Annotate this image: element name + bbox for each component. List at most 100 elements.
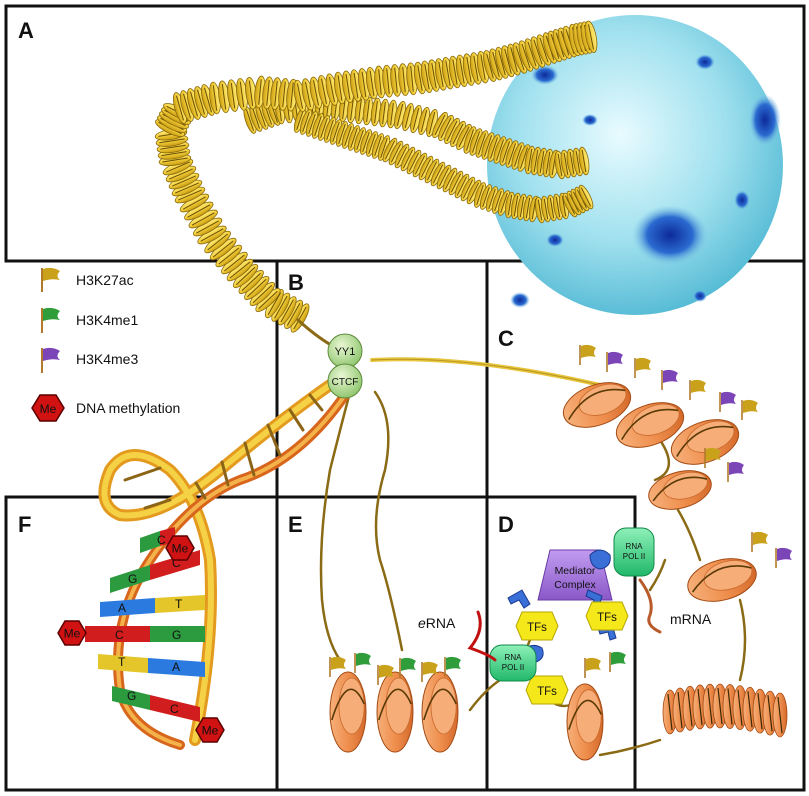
panel-letter-d: D [498, 512, 514, 537]
tfs-factor-1: TFs [515, 611, 559, 641]
histone-flag [689, 379, 706, 400]
coil-disc-line [697, 688, 703, 726]
base-g-1: G [128, 572, 137, 586]
fiber-disc [448, 170, 464, 196]
fiber-disc [218, 80, 230, 114]
condensed-chromatin-fiber [154, 20, 598, 333]
base-pair-3: C G [85, 626, 205, 642]
histone-flag [579, 344, 596, 365]
ctcf-protein: CTCF [327, 363, 363, 399]
legend-h3k4me1: H3K4me1 [41, 307, 138, 333]
panel-frames [4, 4, 806, 792]
panel-letter-b: B [288, 270, 304, 295]
methyl-hex-1: Me [165, 535, 195, 561]
tfs-label-2: TFs [597, 612, 617, 624]
yy1-label: YY1 [335, 346, 356, 358]
rna-transcripts [467, 578, 662, 662]
nucleosome [687, 558, 757, 602]
base-c-3: C [115, 628, 124, 642]
base-c-top: C [157, 533, 166, 547]
fiber-disc [209, 81, 221, 115]
legend-h3k4me1-label: H3K4me1 [76, 312, 138, 328]
methyl-label-2: Me [64, 627, 81, 641]
base-pair-2: A T [100, 595, 205, 617]
ctcf-label: CTCF [332, 377, 359, 388]
fiber-disc [578, 146, 590, 176]
condensed-chromatin-coil [662, 683, 788, 738]
panel-d-frame [485, 495, 637, 792]
linker-dna [296, 318, 747, 757]
histone-flag [377, 664, 394, 685]
histone-flag [606, 351, 623, 372]
nucleosome [562, 382, 632, 428]
legend: H3K27ac H3K4me1 H3K4me3 Me DNA methylati… [31, 267, 180, 422]
base-t-2: T [175, 597, 183, 611]
coil-disc-line [667, 693, 673, 731]
histone-flag [609, 651, 626, 672]
tfs-factor-3: TFs [525, 675, 569, 705]
fiber-disc [347, 125, 361, 151]
base-pair-4: T A [98, 654, 205, 677]
coil-disc-line [767, 695, 773, 732]
coil-disc-line [747, 691, 753, 728]
panel-letters: A B C D E F [18, 18, 514, 537]
histone-flag [661, 369, 678, 390]
base-t-4: T [118, 655, 126, 669]
rna-pol-left-line2: POL II [502, 663, 524, 672]
histone-flag [727, 461, 744, 482]
nucleosome [670, 419, 740, 465]
mediator-label-1: Mediator [555, 565, 596, 577]
rna-pol-ii-right: RNA POL II [613, 527, 655, 577]
fiber-disc [174, 186, 206, 204]
legend-h3k27ac-label: H3K27ac [76, 272, 134, 288]
coil-disc-line [677, 691, 683, 729]
base-g-3: G [172, 628, 181, 642]
nucleus [487, 15, 783, 315]
nucleosome-group [329, 382, 757, 761]
fiber-disc [378, 98, 390, 128]
fiber-disc [227, 79, 239, 112]
panel-letter-f: F [18, 512, 31, 537]
nucleosome [648, 470, 712, 510]
fiber-disc [255, 288, 281, 312]
base-pair-5: G C [112, 686, 200, 722]
fiber-disc [584, 20, 598, 53]
mediator-complex: Mediator Complex [537, 549, 613, 601]
fiber-disc [578, 184, 594, 210]
fiber-disc [184, 201, 214, 221]
fiber-disc [249, 282, 276, 306]
yy1-protein: YY1 [327, 333, 363, 369]
fiber-disc [362, 96, 374, 126]
fiber-disc [426, 108, 438, 138]
histone-mark-flags [329, 344, 792, 685]
tfs-label-1: TFs [527, 622, 547, 634]
dna-double-helix [98, 379, 350, 750]
histone-flag [421, 661, 438, 682]
histone-flag [719, 391, 736, 412]
tfs-label-3: TFs [537, 686, 557, 698]
fiber-disc [236, 78, 248, 111]
legend-dna-methylation: Me DNA methylation [31, 394, 180, 422]
panel-b-frame [275, 259, 489, 499]
nucleosome [566, 683, 604, 761]
base-pair-top: C [140, 527, 175, 553]
mediator-label-2: Complex [554, 579, 596, 591]
fiber-disc [412, 152, 428, 178]
panel-letter-c: C [498, 326, 514, 351]
panel-e-frame [275, 495, 489, 792]
histone-flag [741, 399, 758, 420]
histone-flag [329, 656, 346, 677]
fiber-disc [173, 92, 187, 124]
legend-h3k4me3-label: H3K4me3 [76, 351, 138, 367]
methyl-hex-3: Me [195, 717, 225, 743]
nucleosome [329, 671, 367, 753]
rna-pol-right-line2: POL II [623, 552, 645, 561]
fiber-disc [536, 34, 552, 66]
methylation-marks: Me Me Me [57, 535, 225, 743]
histone-flag [775, 547, 792, 568]
histone-flag [444, 656, 461, 677]
fiber-disc [201, 84, 215, 116]
tfs-factor-2: TFs [585, 601, 629, 631]
coil-disc-line [687, 690, 693, 727]
legend-h3k4me3: H3K4me3 [41, 347, 138, 373]
